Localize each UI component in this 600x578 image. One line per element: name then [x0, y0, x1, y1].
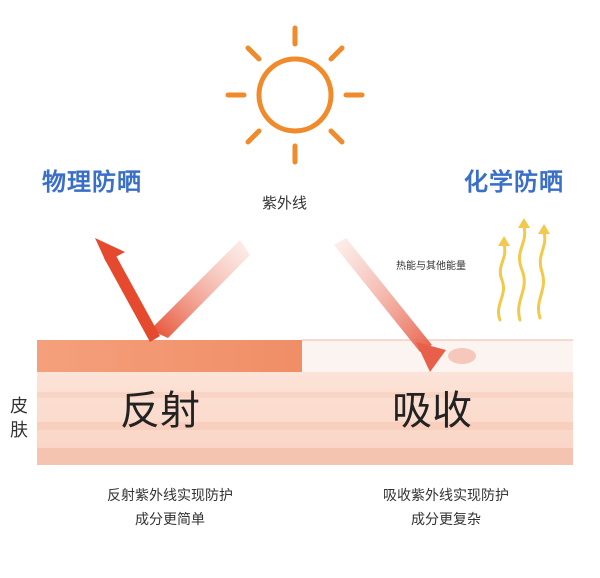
caption-chemical: 吸收紫外线实现防护 成分更复杂: [336, 484, 556, 532]
heat-arrowheads: [498, 218, 550, 246]
sun-icon: [225, 25, 365, 165]
title-physical-sunscreen: 物理防晒: [42, 168, 142, 196]
caption-chemical-line1: 吸收紫外线实现防护: [383, 488, 509, 504]
caption-physical-line2: 成分更简单: [135, 512, 205, 528]
uv-label: 紫外线: [262, 194, 308, 212]
absorb-label: 吸收: [392, 388, 472, 434]
skin-label: 皮 肤: [8, 395, 30, 443]
skin-label-char-2: 肤: [10, 420, 28, 441]
caption-chemical-line2: 成分更复杂: [411, 512, 481, 528]
heat-energy-label: 热能与其他能量: [396, 261, 466, 272]
sunscreen-layer-left: [37, 340, 302, 372]
reflect-arrow: [95, 238, 250, 342]
caption-physical-line1: 反射紫外线实现防护: [107, 488, 233, 504]
absorb-arrow: [334, 238, 476, 372]
title-chemical-sunscreen: 化学防晒: [464, 168, 564, 196]
sun-disc: [256, 56, 334, 134]
caption-physical: 反射紫外线实现防护 成分更简单: [60, 484, 280, 532]
heat-wave-icon: [497, 224, 547, 322]
skin-cross-section: [37, 339, 573, 465]
reflect-label: 反射: [120, 388, 200, 434]
skin-label-char-1: 皮: [10, 396, 28, 417]
